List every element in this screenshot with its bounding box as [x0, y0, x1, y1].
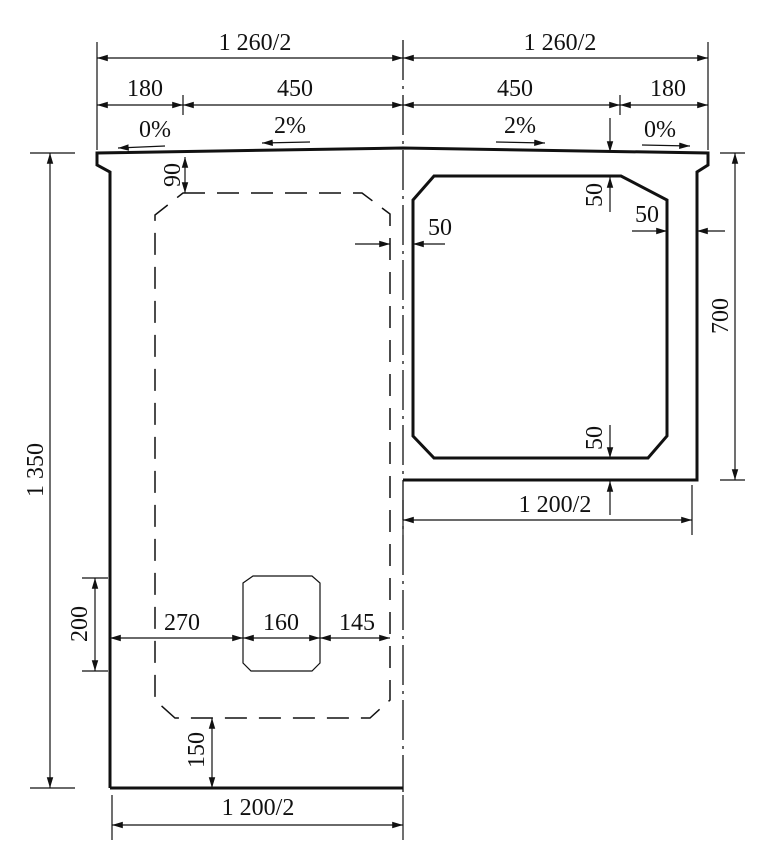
dim-box-height: 200 — [67, 606, 93, 642]
dim-web-right-outer: 50 — [635, 202, 659, 228]
dim-left-slab: 450 — [277, 76, 313, 102]
left-inner-cell-dashed — [154, 192, 391, 719]
dim-bottom-width-right: 1 200/2 — [519, 492, 592, 518]
slope-right-outer: 0% — [644, 117, 676, 143]
slope-right-inner: 2% — [504, 113, 536, 139]
dim-top-right-half: 1 260/2 — [524, 30, 597, 56]
dim-top-left-half: 1 260/2 — [219, 30, 292, 56]
right-inner-cell — [411, 174, 669, 460]
dim-height-right: 700 — [708, 298, 734, 334]
dim-270: 270 — [164, 610, 200, 636]
dim-left-cantilever: 180 — [127, 76, 163, 102]
slope-left-outer: 0% — [139, 117, 171, 143]
dim-web-right-inner: 50 — [428, 215, 452, 241]
dim-bottom-width-left: 1 200/2 — [222, 795, 295, 821]
dim-top-slab-left: 90 — [160, 163, 186, 187]
dim-top-slab-right: 50 — [582, 183, 608, 207]
dim-height-left: 1 350 — [23, 443, 49, 497]
dim-160: 160 — [263, 610, 299, 636]
dim-right-cantilever: 180 — [650, 76, 686, 102]
dim-145: 145 — [339, 610, 375, 636]
dim-bottom-slab-right: 50 — [582, 426, 608, 450]
extension-lines — [30, 42, 745, 840]
slope-left-inner: 2% — [274, 113, 306, 139]
small-opening — [242, 575, 321, 672]
dim-right-slab: 450 — [497, 76, 533, 102]
dimension-lines — [46, 54, 739, 829]
girder-outline — [95, 146, 710, 790]
dim-bottom-slab-left: 150 — [184, 732, 210, 768]
